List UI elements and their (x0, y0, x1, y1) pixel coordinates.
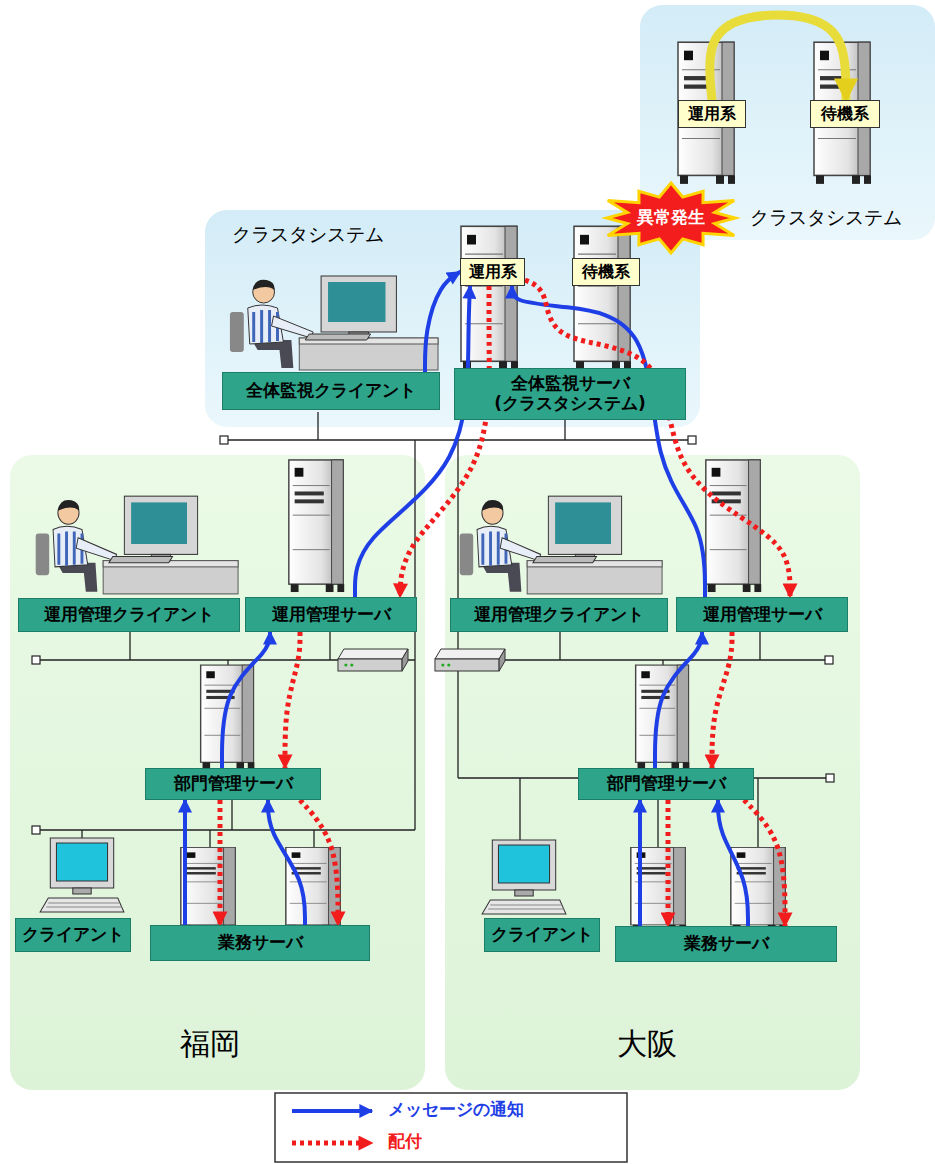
server-icon (678, 42, 735, 184)
server-icon (631, 847, 686, 929)
cable-end (32, 826, 40, 834)
server-icon (286, 847, 341, 929)
message-arrow (718, 800, 748, 926)
router-icon (435, 649, 505, 671)
node-label: 運用系 (469, 263, 517, 281)
operator-icon (230, 276, 438, 370)
node-label: 運用管理クライアント (474, 605, 644, 625)
region-heading: クラスタシステム (750, 207, 902, 229)
server-icon (636, 665, 690, 768)
distribution-arrow (400, 286, 489, 597)
system-tag: 待機系 (810, 100, 880, 128)
alert-burst: 異常発生 (598, 183, 744, 253)
distribution-arrow (666, 800, 671, 926)
server-icon (814, 42, 871, 184)
distribution-arrow (300, 800, 338, 925)
server-icon (574, 226, 631, 370)
legend-sample (292, 1109, 372, 1113)
legend-label: メッセージの通知 (388, 1100, 524, 1120)
label-box: 全体監視クライアント (222, 372, 440, 410)
server-icon (706, 460, 761, 592)
cable-end (32, 656, 40, 664)
node-label: 異常発生 (637, 208, 705, 228)
label-box: 部門管理サーバ (145, 768, 321, 800)
cable-end (826, 774, 834, 782)
distribution-arrow (218, 800, 223, 925)
server-icon (461, 226, 518, 370)
legend-entry: メッセージの通知 (388, 1100, 524, 1120)
label-box: 業務サーバ (615, 926, 837, 962)
distribution-arrow (744, 800, 785, 926)
region-heading: 大阪 (617, 1027, 677, 1062)
message-arrow (222, 632, 270, 768)
message-arrow (425, 272, 460, 372)
node-label: クライアント (22, 925, 124, 945)
server-icon (181, 847, 236, 929)
node-label: 運用管理サーバ (703, 605, 822, 625)
label-box: 業務サーバ (150, 925, 370, 961)
operator-icon (460, 496, 662, 594)
message-arrow (638, 800, 642, 926)
lan-cable (40, 412, 826, 847)
label-box: 運用管理サーバ (676, 597, 848, 632)
server-icon (201, 665, 255, 768)
distribution-arrow (712, 632, 732, 768)
cable-end (825, 656, 833, 664)
node-label: 業務サーバ (218, 933, 303, 953)
label-box: 運用管理サーバ (245, 597, 417, 632)
node-label: クライアント (491, 925, 593, 945)
message-arrow (268, 800, 305, 925)
system-tag: 運用系 (678, 100, 746, 128)
node-label: 部門管理サーバ (607, 774, 726, 794)
label-box: 運用管理クライアント (18, 598, 240, 632)
region-heading: 福岡 (180, 1027, 240, 1062)
label-box: クライアント (15, 918, 131, 952)
label-box: クライアント (484, 918, 600, 952)
legend-label: 配付 (388, 1132, 422, 1152)
cable-end (688, 436, 696, 444)
pc-icon (40, 838, 124, 912)
distribution-arrow (525, 280, 790, 597)
failover-arrow (710, 15, 846, 100)
pc-icon (482, 840, 566, 914)
operator-icon (36, 496, 238, 594)
system-tag: 待機系 (572, 258, 640, 286)
legend-sample (292, 1141, 372, 1146)
cable-terminators (32, 436, 834, 834)
server-icon (289, 460, 344, 592)
distribution-arrow (285, 632, 300, 768)
label-box: 運用管理クライアント (450, 598, 668, 632)
region-heading: クラスタシステム (232, 224, 384, 246)
node-label: 待機系 (821, 105, 869, 123)
node-label: 業務サーバ (684, 934, 769, 954)
node-label: 全体監視サーバ (クラスタシステム) (455, 374, 685, 413)
router-icon (338, 649, 408, 671)
node-label: 全体監視クライアント (246, 381, 416, 401)
label-box: 部門管理サーバ (578, 768, 754, 800)
system-tag: 運用系 (460, 258, 525, 286)
message-arrow (183, 800, 187, 925)
legend-entry: 配付 (388, 1132, 422, 1152)
message-arrow (512, 286, 705, 597)
node-label: 待機系 (582, 263, 630, 281)
cable-end (220, 436, 228, 444)
message-arrow (355, 286, 470, 597)
server-icon (731, 847, 786, 929)
legend-frame (275, 1093, 627, 1162)
node-label: 部門管理サーバ (174, 774, 293, 794)
node-label: 運用管理クライアント (44, 605, 214, 625)
message-arrow (655, 632, 702, 768)
node-label: 運用系 (688, 105, 736, 123)
label-box: 全体監視サーバ (クラスタシステム) (454, 368, 686, 420)
node-label: 運用管理サーバ (272, 605, 391, 625)
